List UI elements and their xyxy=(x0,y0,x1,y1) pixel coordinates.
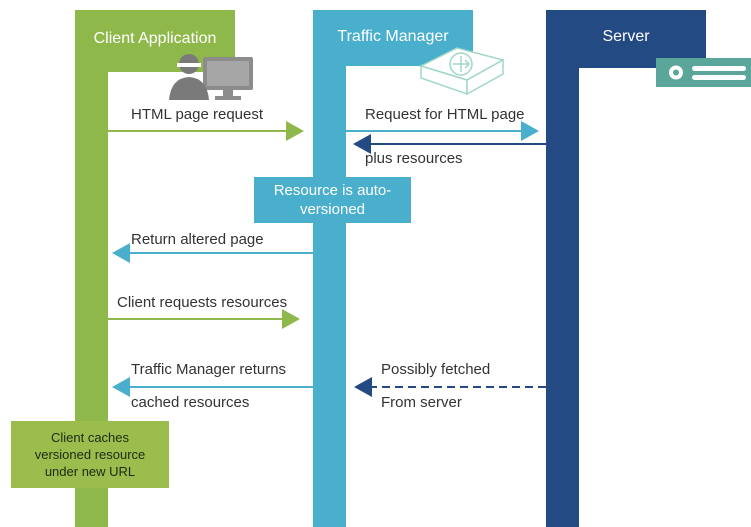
client-cache-note: Client caches versioned resource under n… xyxy=(11,421,169,488)
label-traffic-manager-returns: Traffic Manager returns xyxy=(131,361,287,378)
client-lane-header: Client Application xyxy=(75,10,235,72)
client-cache-note-line3: under new URL xyxy=(44,464,136,479)
user-computer-icon xyxy=(165,52,255,102)
server-lane-title: Server xyxy=(602,28,650,45)
label-possibly-fetched: Possibly fetched xyxy=(381,361,491,378)
auto-version-note-line1: Resource is auto- xyxy=(273,182,392,199)
auto-version-note: Resource is auto- versioned xyxy=(254,177,411,223)
label-cached-resources: cached resources xyxy=(131,394,250,411)
label-html-page-request: HTML page request xyxy=(131,106,264,123)
traffic-lane-header: Traffic Manager xyxy=(313,10,473,66)
client-cache-note-line1: Client caches xyxy=(50,430,130,445)
client-cache-note-line2: versioned resource xyxy=(34,447,146,462)
client-lane-title: Client Application xyxy=(93,30,217,47)
label-request-for-html-page: Request for HTML page xyxy=(365,106,525,123)
traffic-lane-title: Traffic Manager xyxy=(337,28,449,45)
label-return-altered-page: Return altered page xyxy=(131,231,264,248)
switch-router-icon xyxy=(417,42,507,98)
label-client-requests-resources: Client requests resources xyxy=(117,294,288,311)
label-from-server: From server xyxy=(381,394,462,411)
traffic-lifeline xyxy=(313,66,346,527)
server-rack-icon xyxy=(656,58,751,87)
auto-version-note-line2: versioned xyxy=(299,201,366,218)
server-lifeline xyxy=(546,68,579,527)
label-plus-resources: plus resources xyxy=(365,150,463,167)
